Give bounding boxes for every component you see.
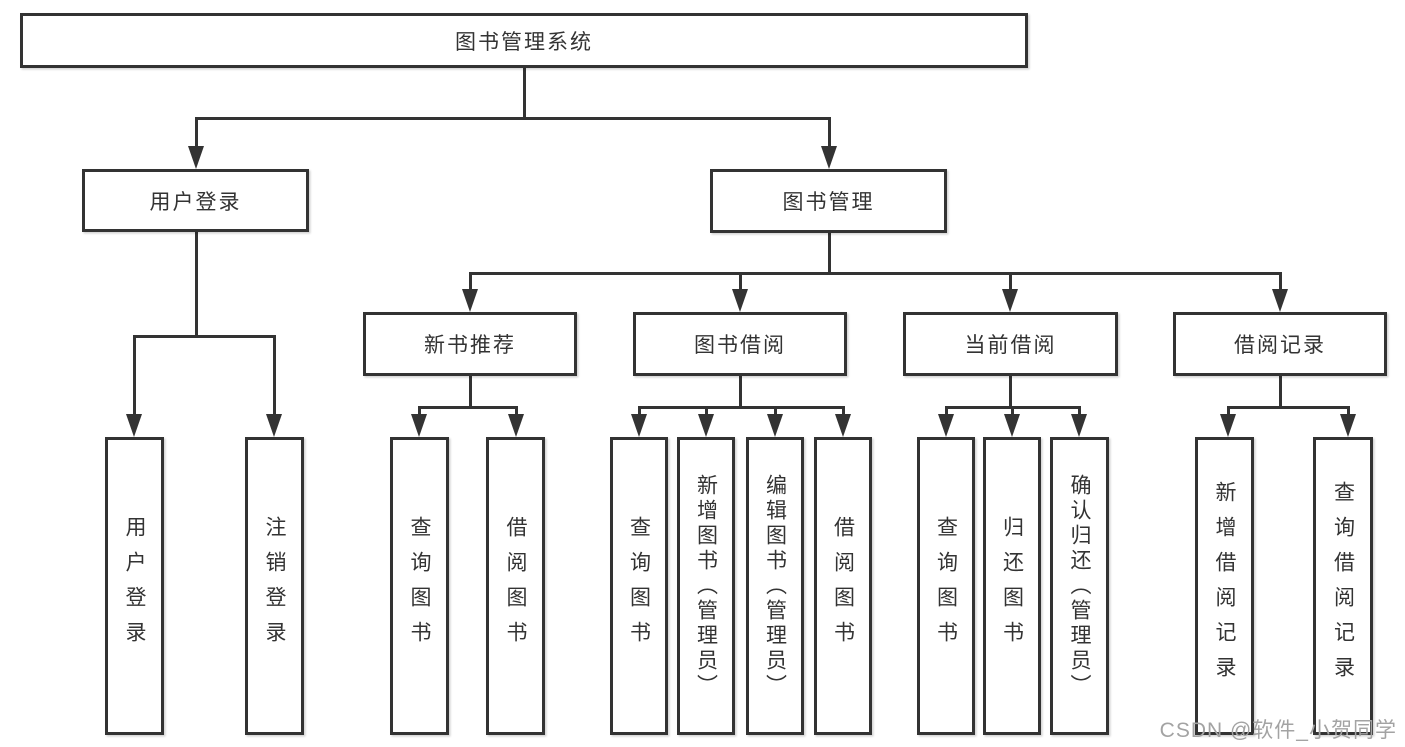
csdn-watermark: CSDN @软件_小贺同学 [1159,719,1397,742]
connector-drop-user-login-0 [132,336,136,425]
node-leaf-user-login: 用户登录 [105,437,164,735]
connector-stub-current-borrow [1008,376,1012,409]
connector-stub-new-book-recommend [468,376,472,409]
arrowhead-icon [188,146,204,169]
connector-stub-system [522,68,526,120]
connector-drop-book-management-3 [1278,273,1282,300]
arrowhead-icon [698,414,714,437]
arrowhead-icon [1002,289,1018,312]
node-leaf-borrow-book-1: 借阅图书 [486,437,545,735]
connector-rail-borrow-records [1226,405,1350,409]
node-borrow-records: 借阅记录 [1173,312,1387,376]
node-leaf-logout: 注销登录 [245,437,304,735]
arrowhead-icon [508,414,524,437]
connector-rail-system [194,116,831,120]
arrowhead-icon [631,414,647,437]
arrowhead-icon [821,146,837,169]
node-leaf-query-book-3: 查询图书 [917,437,975,735]
arrowhead-icon [1220,414,1236,437]
connector-rail-book-management [468,271,1282,275]
connector-stub-book-management [827,233,831,275]
arrowhead-icon [462,289,478,312]
arrowhead-icon [411,414,427,437]
node-leaf-query-book-1: 查询图书 [390,437,449,735]
arrowhead-icon [767,414,783,437]
node-book-borrow: 图书借阅 [633,312,847,376]
arrowhead-icon [126,414,142,437]
arrowhead-icon [938,414,954,437]
node-leaf-query-book-2: 查询图书 [610,437,668,735]
connector-drop-user-login-1 [272,336,276,425]
connector-stub-book-borrow [738,376,742,409]
arrowhead-icon [835,414,851,437]
node-book-management: 图书管理 [710,169,947,233]
arrowhead-icon [1340,414,1356,437]
node-leaf-edit-book-admin: 编辑图书（管理员） [746,437,804,735]
arrowhead-icon [1004,414,1020,437]
arrowhead-icon [1071,414,1087,437]
node-leaf-query-borrow-record: 查询借阅记录 [1313,437,1373,735]
node-new-book-recommend: 新书推荐 [363,312,577,376]
node-leaf-add-book-admin: 新增图书（管理员） [677,437,735,735]
node-current-borrow: 当前借阅 [903,312,1118,376]
connector-rail-user-login [132,334,276,338]
connector-drop-system-1 [827,118,831,157]
node-leaf-return-book: 归还图书 [983,437,1041,735]
arrowhead-icon [1272,289,1288,312]
arrowhead-icon [732,289,748,312]
connector-drop-book-management-1 [738,273,742,300]
node-system: 图书管理系统 [20,13,1028,68]
connector-drop-system-0 [194,118,198,157]
connector-drop-book-management-0 [468,273,472,300]
connector-stub-user-login [194,232,198,338]
node-user-login: 用户登录 [82,169,309,232]
node-leaf-borrow-book-2: 借阅图书 [814,437,872,735]
node-leaf-confirm-return: 确认归还（管理员） [1050,437,1109,735]
node-leaf-add-borrow-record: 新增借阅记录 [1195,437,1254,735]
connector-drop-book-management-2 [1008,273,1012,300]
arrowhead-icon [266,414,282,437]
connector-rail-new-book-recommend [417,405,518,409]
connector-stub-borrow-records [1278,376,1282,409]
connector-rail-book-borrow [637,405,845,409]
